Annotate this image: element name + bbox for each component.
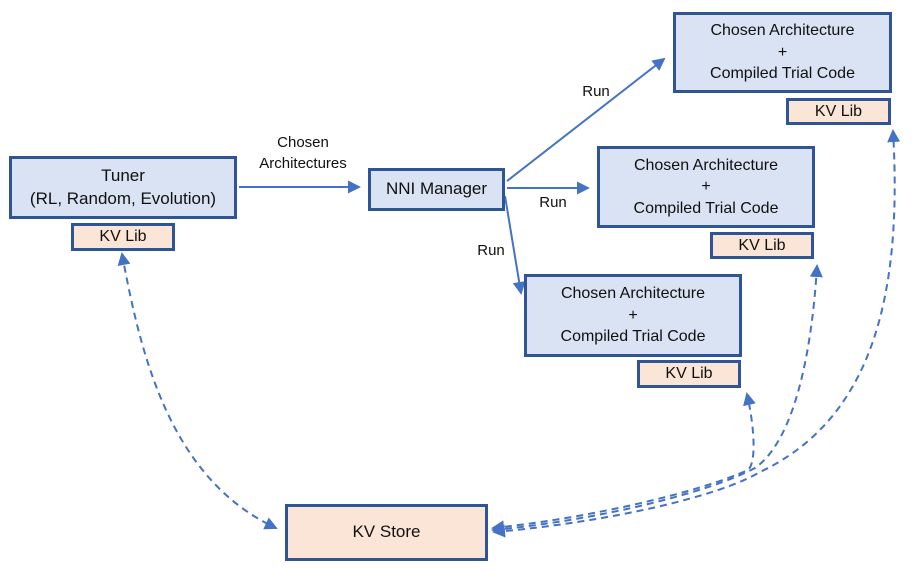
edge-top-kvlib-to-kv-store [492,129,901,538]
trial-top-kv-lib-label: KV Lib [814,102,863,120]
trial-bottom-line2: + [628,306,638,324]
trial-bottom-line3: Compiled Trial Code [560,328,706,346]
trial-top-kv-lib-node: KV Lib [786,98,891,125]
edge-tuner-kvlib-to-kv-store [117,252,278,530]
kv-store-node: KV Store [285,504,488,561]
tuner-kv-lib-label: KV Lib [99,228,147,246]
nni-manager-node: NNI Manager [368,168,505,211]
chosen-architectures-line2: Architectures [259,155,347,172]
tuner-kv-lib-node: KV Lib [71,223,175,251]
edge-label-run-bottom: Run [477,242,505,259]
edge-label-chosen-architectures: Chosen Architectures [259,132,347,174]
tuner-subtitle: (RL, Random, Evolution) [29,188,217,208]
tuner-node: Tuner (RL, Random, Evolution) [9,156,237,219]
trial-middle-kv-lib-label: KV Lib [738,236,786,254]
trial-bottom-line1: Chosen Architecture [560,285,706,303]
trial-middle-line2: + [701,178,711,196]
edge-run-to-bottom-trial [504,195,526,295]
tuner-title: Tuner [101,165,145,185]
trial-middle-line1: Chosen Architecture [633,156,779,174]
trial-bottom-kv-lib-node: KV Lib [637,360,741,388]
edge-label-run-top: Run [582,83,610,100]
chosen-architectures-line1: Chosen [277,134,329,151]
edge-bottom-kvlib-to-kv-store [491,392,756,534]
trial-node-middle: Chosen Architecture + Compiled Trial Cod… [597,146,815,228]
trial-top-line3: Compiled Trial Code [710,65,855,83]
trial-bottom-kv-lib-label: KV Lib [665,365,713,383]
trial-top-line2: + [777,43,788,61]
trial-top-line1: Chosen Architecture [710,22,855,40]
trial-middle-kv-lib-node: KV Lib [710,232,814,259]
nni-manager-label: NNI Manager [385,179,488,199]
edge-label-run-middle: Run [539,194,567,211]
trial-node-bottom: Chosen Architecture + Compiled Trial Cod… [524,274,742,357]
trial-middle-line3: Compiled Trial Code [633,199,779,217]
trial-node-top: Chosen Architecture + Compiled Trial Cod… [673,12,892,93]
kv-store-label: KV Store [352,522,421,542]
